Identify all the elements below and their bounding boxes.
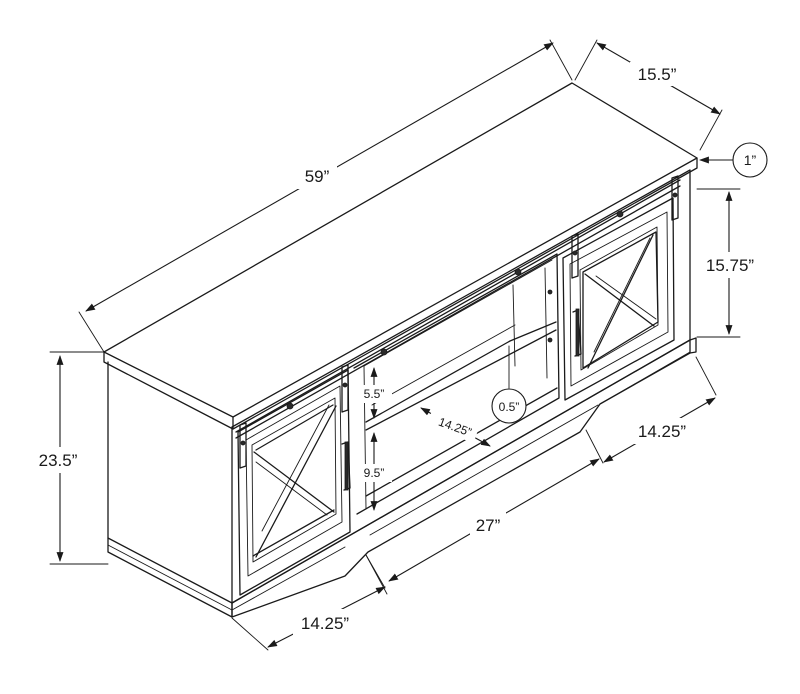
upper-clearance-label: 5.5” (364, 387, 385, 401)
left-cabinet-label: 14.25” (301, 614, 350, 633)
cabinet-height-label: 15.75” (706, 256, 755, 275)
shelf-thickness-callout (491, 388, 527, 424)
front-plinth (231, 339, 691, 618)
center-width-label: 27” (476, 516, 501, 535)
overall-height-label: 23.5” (39, 451, 78, 470)
left-barn-door (237, 369, 351, 596)
top-thickness-label: 1” (744, 152, 757, 168)
lower-clearance-label: 9.5” (364, 466, 385, 480)
width-label: 59” (305, 167, 330, 186)
right-cabinet-label: 14.25” (638, 422, 687, 441)
top-thickness-callout (732, 142, 768, 178)
left-side-panel (107, 361, 233, 604)
right-barn-door (562, 197, 675, 401)
depth-label: 15.5” (638, 65, 677, 84)
barn-door-rail (235, 175, 681, 469)
front-body-outline (231, 169, 691, 604)
top-left-edge (103, 351, 234, 430)
dimension-lines: 59” 15.5” 1” 15.75” 23.5” 5.5” 9.5” (28, 39, 768, 651)
tv-stand-drawing (103, 82, 698, 618)
shelf-thickness-label: 0.5” (499, 400, 520, 414)
